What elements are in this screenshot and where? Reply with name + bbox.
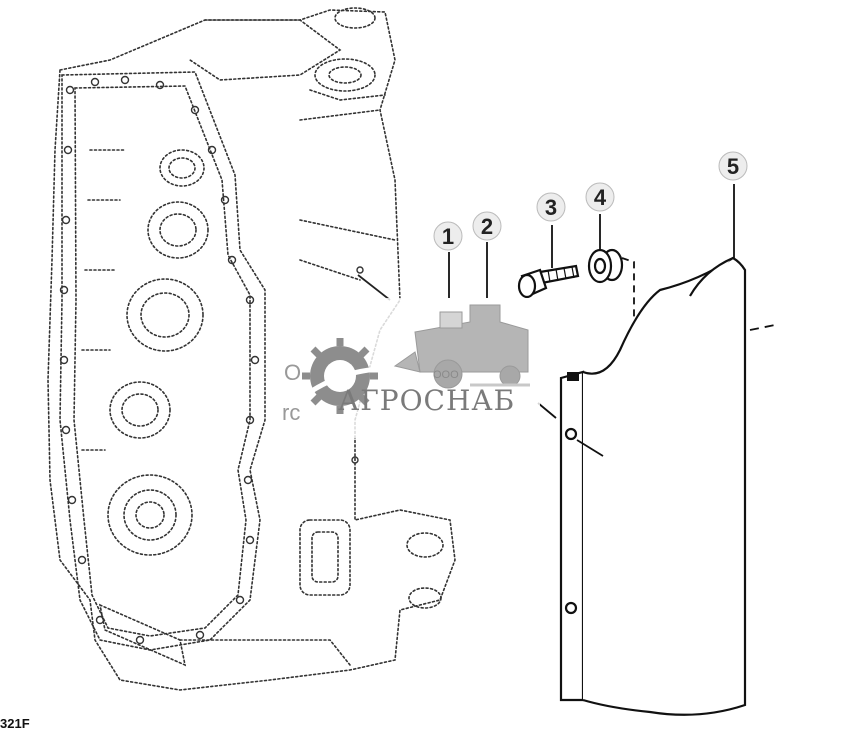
gear-icon (302, 338, 421, 414)
callout-3-label: 3 (545, 195, 557, 220)
watermark-left-fragment-bottom: rc (282, 400, 300, 425)
housing-bolt-holes (59, 75, 364, 645)
cap-screw (517, 264, 580, 299)
shield (559, 256, 747, 716)
leader-line-housing (357, 274, 391, 301)
figure-reference: 321F (0, 716, 30, 731)
callout-2-label: 2 (481, 214, 493, 239)
watermark-left-fragment-top: О (284, 360, 301, 385)
callout-5-label: 5 (727, 154, 739, 179)
callout-4: 4 (585, 182, 615, 212)
callout-4-label: 4 (594, 185, 607, 210)
callout-1-label: 1 (442, 224, 454, 249)
lock-washer (587, 248, 624, 284)
callout-1: 1 (433, 221, 463, 251)
transmission-housing (47, 7, 456, 691)
harvester-icon (393, 304, 530, 389)
watermark: ООО АГРОСНАБ О rc (282, 298, 540, 438)
shield-notch (567, 372, 579, 381)
watermark-brand: АГРОСНАБ (338, 384, 515, 417)
callout-2: 2 (472, 211, 502, 241)
watermark-company-prefix: ООО (433, 369, 459, 381)
leader-lines (448, 184, 776, 457)
callout-5: 5 (718, 151, 748, 181)
callout-3: 3 (536, 192, 566, 222)
